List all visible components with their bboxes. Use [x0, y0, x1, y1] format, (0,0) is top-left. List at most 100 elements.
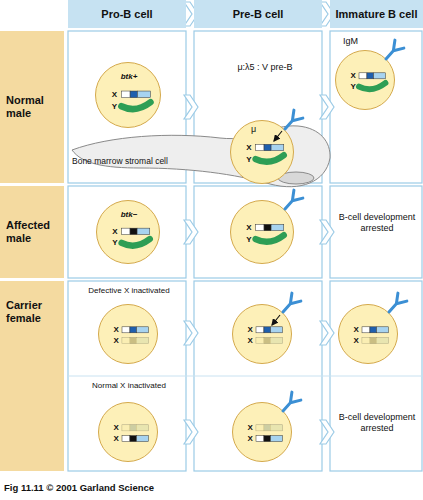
x-chromosome	[256, 326, 282, 332]
chromosome-segment	[130, 228, 137, 234]
gene-label: btk+	[96, 72, 162, 82]
chevron	[184, 220, 198, 244]
chromosome-label: X	[112, 227, 117, 237]
chromosome-segment	[136, 326, 148, 332]
x-chromosome	[122, 337, 148, 343]
chromosome-set	[335, 50, 395, 110]
chromosome-segment	[270, 435, 282, 441]
chromosome-segment	[373, 72, 385, 78]
x-chromosome	[122, 435, 148, 441]
pre-b-cell: XY	[230, 200, 294, 264]
inactivation-shade	[362, 337, 388, 343]
chromosome-segment	[366, 72, 373, 78]
column-header: Pro-B cell	[68, 0, 186, 28]
figure-caption: Fig 11.11 © 2001 Garland Science	[4, 482, 304, 494]
chromosome-segment	[271, 224, 284, 230]
x-chromosome	[122, 326, 148, 332]
arrest-note: B-cell development arrested	[334, 412, 420, 434]
pre-b-cell: XX	[232, 402, 292, 462]
chromosome-segment	[263, 435, 270, 441]
inactivation-shade	[256, 337, 282, 343]
chevron	[184, 321, 198, 345]
header-text: Pro-B cell	[101, 8, 152, 21]
chromosome-set	[230, 200, 294, 264]
chromosome-segment	[129, 435, 136, 441]
x-chromosome	[362, 337, 388, 343]
x-chromosome	[359, 72, 385, 78]
chromosome-set	[232, 304, 292, 364]
row-label-text: Carrier female	[6, 299, 60, 325]
chromosome-segment	[263, 326, 270, 332]
stromal-cell-label: Bone marrow stromal cell	[72, 156, 202, 166]
chromosome-label: X	[247, 434, 252, 444]
chromosome-segment	[376, 326, 388, 332]
pre-b-cell: XX	[232, 304, 292, 364]
x-chromosome	[362, 326, 388, 332]
chromosome-segment	[121, 228, 129, 234]
stage-chevrons	[184, 2, 334, 444]
x-chromosome	[256, 337, 282, 343]
inactivation-shade	[256, 424, 282, 430]
column-header: Immature B cell	[330, 0, 423, 28]
grid-cells	[68, 31, 422, 471]
chromosome-segment	[137, 228, 150, 234]
inactivation-shade	[122, 337, 148, 343]
chromosome-label: X	[247, 336, 252, 346]
chain-label: μ	[251, 124, 265, 135]
chromosome-label: X	[246, 143, 251, 153]
subrow-divider	[68, 376, 422, 377]
chromosome-label: X	[113, 336, 118, 346]
chevron	[184, 95, 198, 119]
chromosome-segment	[256, 326, 264, 332]
chevron	[320, 220, 334, 244]
x-chromosome	[122, 424, 148, 430]
chromosome-segment	[256, 435, 264, 441]
chromosome-segment	[362, 326, 370, 332]
pro-b-cell: btk+XY	[95, 62, 161, 128]
row-label: Normal male	[0, 31, 64, 183]
chevron	[184, 420, 198, 444]
chromosome-set	[338, 304, 398, 364]
row-label-text: Affected male	[6, 219, 60, 245]
chromosome-segment	[264, 224, 271, 230]
grid-cell	[68, 186, 186, 278]
chromosome-label: Y	[246, 235, 251, 245]
x-chromosome	[121, 228, 149, 234]
inactivation-shade	[122, 424, 148, 430]
pro-b-cell: XX	[98, 402, 158, 462]
chromosome-set	[230, 120, 294, 184]
header-text: Immature B cell	[336, 8, 418, 21]
y-chromosome	[255, 155, 283, 162]
chromosome-segment	[122, 435, 130, 441]
chevron	[320, 420, 334, 444]
chromosome-segment	[270, 326, 282, 332]
chromosome-segment	[369, 326, 376, 332]
arrest-note: B-cell development arrested	[334, 212, 420, 234]
pro-b-cell: XX	[98, 304, 158, 364]
chromosome-label: X	[247, 423, 252, 433]
chromosome-segment	[271, 144, 284, 150]
chromosome-segment	[137, 91, 150, 98]
stromal-cell-body	[72, 126, 330, 187]
row-label-text: Normal male	[6, 94, 60, 120]
chromosome-set	[98, 402, 158, 462]
chromosome-label: X	[113, 325, 118, 335]
row-label: Carrier female	[0, 281, 64, 471]
chromosome-segment	[136, 435, 148, 441]
receptor-label: μ:λ5 : V pre-B	[200, 62, 330, 73]
grid-cell	[194, 186, 322, 278]
grid-cell	[330, 31, 422, 183]
chromosome-segment	[121, 91, 130, 98]
x-chromosome	[255, 224, 283, 230]
chromosome-segment	[255, 224, 263, 230]
immature-b-cell: XX	[338, 304, 398, 364]
chromosome-label: X	[113, 423, 118, 433]
chromosome-label: Y	[246, 155, 251, 165]
chromosome-segment	[255, 144, 263, 150]
x-chromosome	[121, 91, 150, 98]
y-chromosome	[121, 239, 149, 246]
pro-b-cell: btk−XY	[96, 200, 160, 264]
divider-line	[68, 376, 422, 377]
chromosome-segment	[359, 72, 367, 78]
